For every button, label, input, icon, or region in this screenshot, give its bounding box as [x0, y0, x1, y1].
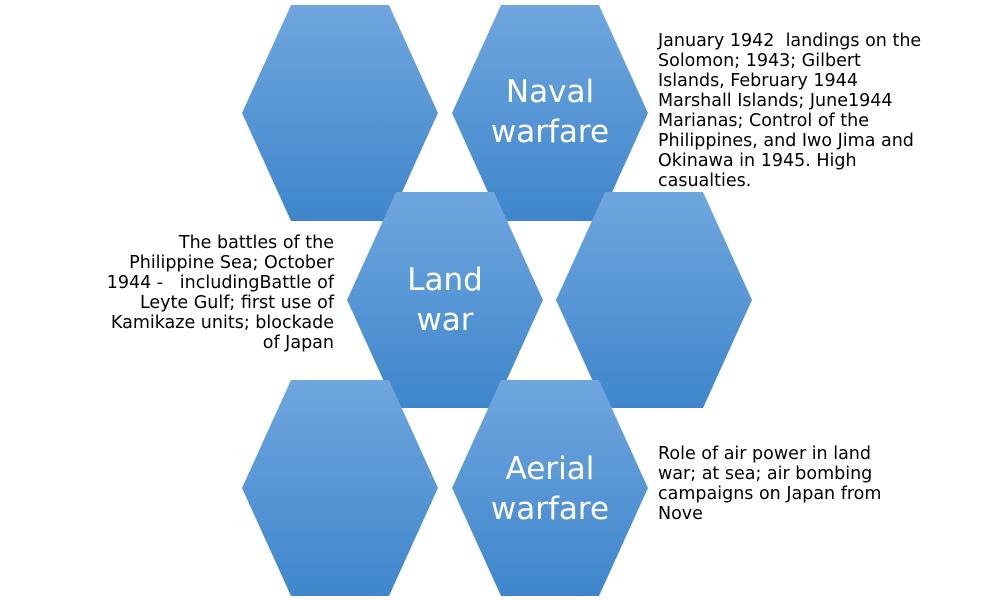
land-description-line: of Japan — [262, 333, 334, 353]
aerial-description-line: Nove — [658, 504, 703, 524]
aerial-description-line: Role of air power in land — [658, 444, 871, 464]
land-war-label: Land war — [347, 260, 543, 340]
aerial-warfare-description: Role of air power in land war; at sea; a… — [658, 444, 993, 524]
naval-warfare-description: January 1942 landings on the Solomon; 19… — [658, 31, 993, 191]
naval-description-line: Marianas; Control of the — [658, 111, 869, 131]
hexagon-land-war — [347, 192, 543, 408]
naval-description-line: Solomon; 1943; Gilbert — [658, 51, 861, 71]
land-label-line: war — [416, 302, 474, 338]
aerial-description-line: war; at sea; air bombing — [658, 464, 873, 484]
aerial-warfare-label: Aerial warfare — [452, 449, 648, 529]
naval-description-line: January 1942 landings on the — [658, 31, 922, 51]
naval-description-line: Marshall Islands; June1944 — [658, 91, 893, 111]
land-description-line: Leyte Gulf; first use of — [139, 293, 334, 313]
naval-description-line: Okinawa in 1945. High — [658, 151, 857, 171]
naval-description-line: Philippines, and Iwo Jima and — [658, 131, 914, 151]
hexagon-bottom-left — [242, 380, 438, 596]
hexagon-top-left — [242, 5, 438, 221]
land-description-line: Kamikaze units; blockade — [110, 313, 334, 333]
hexagon-aerial-warfare — [452, 380, 648, 596]
naval-label-line: Naval — [505, 74, 595, 110]
hexagon-mid-right — [556, 192, 752, 408]
hexagon-naval-warfare — [452, 5, 648, 221]
land-label-line: Land — [407, 262, 483, 298]
naval-warfare-label: Naval warfare — [452, 72, 648, 152]
naval-description-line: casualties. — [658, 171, 752, 191]
aerial-label-line: warfare — [490, 491, 610, 527]
aerial-description-line: campaigns on Japan from — [658, 484, 882, 504]
land-description-line: The battles of the — [178, 233, 334, 253]
aerial-label-line: Aerial — [505, 451, 595, 487]
land-description-line: 1944 - includingBattle of — [106, 273, 334, 293]
naval-label-line: warfare — [490, 114, 610, 150]
naval-description-line: Islands, February 1944 — [658, 71, 858, 91]
land-war-description: The battles of the Philippine Sea; Octob… — [60, 233, 334, 353]
land-description-line: Philippine Sea; October — [129, 253, 334, 273]
